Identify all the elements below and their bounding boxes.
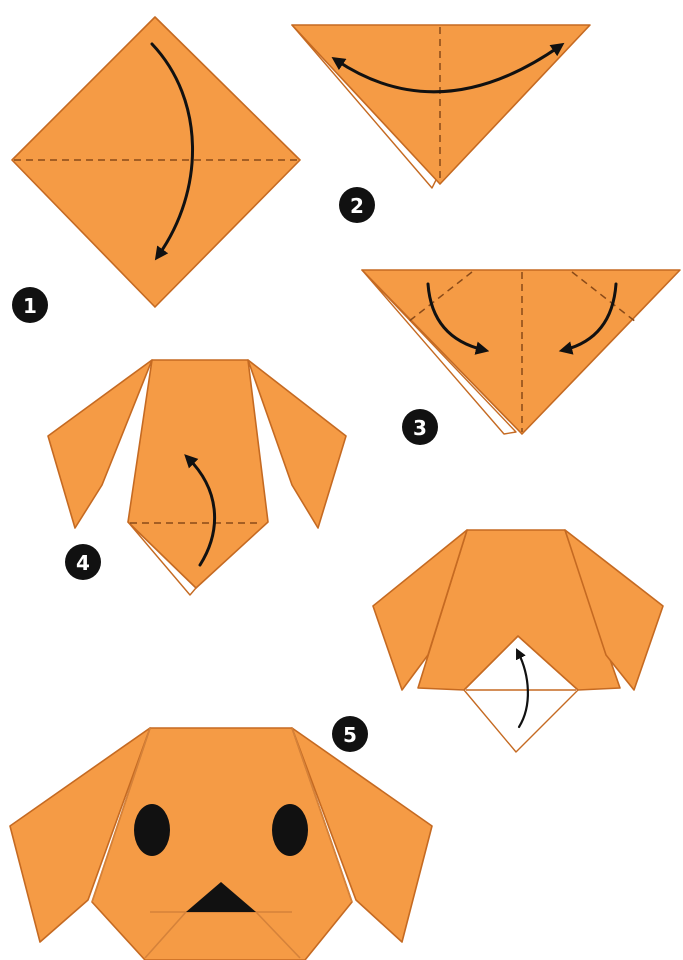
step-5-badge: 5 (332, 716, 368, 752)
step-4-badge: 4 (65, 544, 101, 580)
step-3-triangle (362, 270, 680, 434)
head-center (128, 360, 268, 588)
paper-triangle (362, 270, 680, 434)
step-2-triangle (292, 25, 590, 188)
step-number-4: 4 (76, 551, 90, 575)
paper-square (12, 17, 300, 307)
step-1-square (12, 17, 300, 307)
step-number-1: 1 (23, 294, 37, 318)
right-eye (272, 804, 308, 856)
step-5-head (373, 530, 663, 752)
step-number-5: 5 (343, 723, 357, 747)
step-1-badge: 1 (12, 287, 48, 323)
step-3-badge: 3 (402, 409, 438, 445)
step-number-2: 2 (350, 194, 364, 218)
paper-triangle (292, 25, 590, 184)
step-number-3: 3 (413, 416, 427, 440)
step-2-badge: 2 (339, 187, 375, 223)
finished-dog-face (10, 728, 432, 960)
left-eye (134, 804, 170, 856)
